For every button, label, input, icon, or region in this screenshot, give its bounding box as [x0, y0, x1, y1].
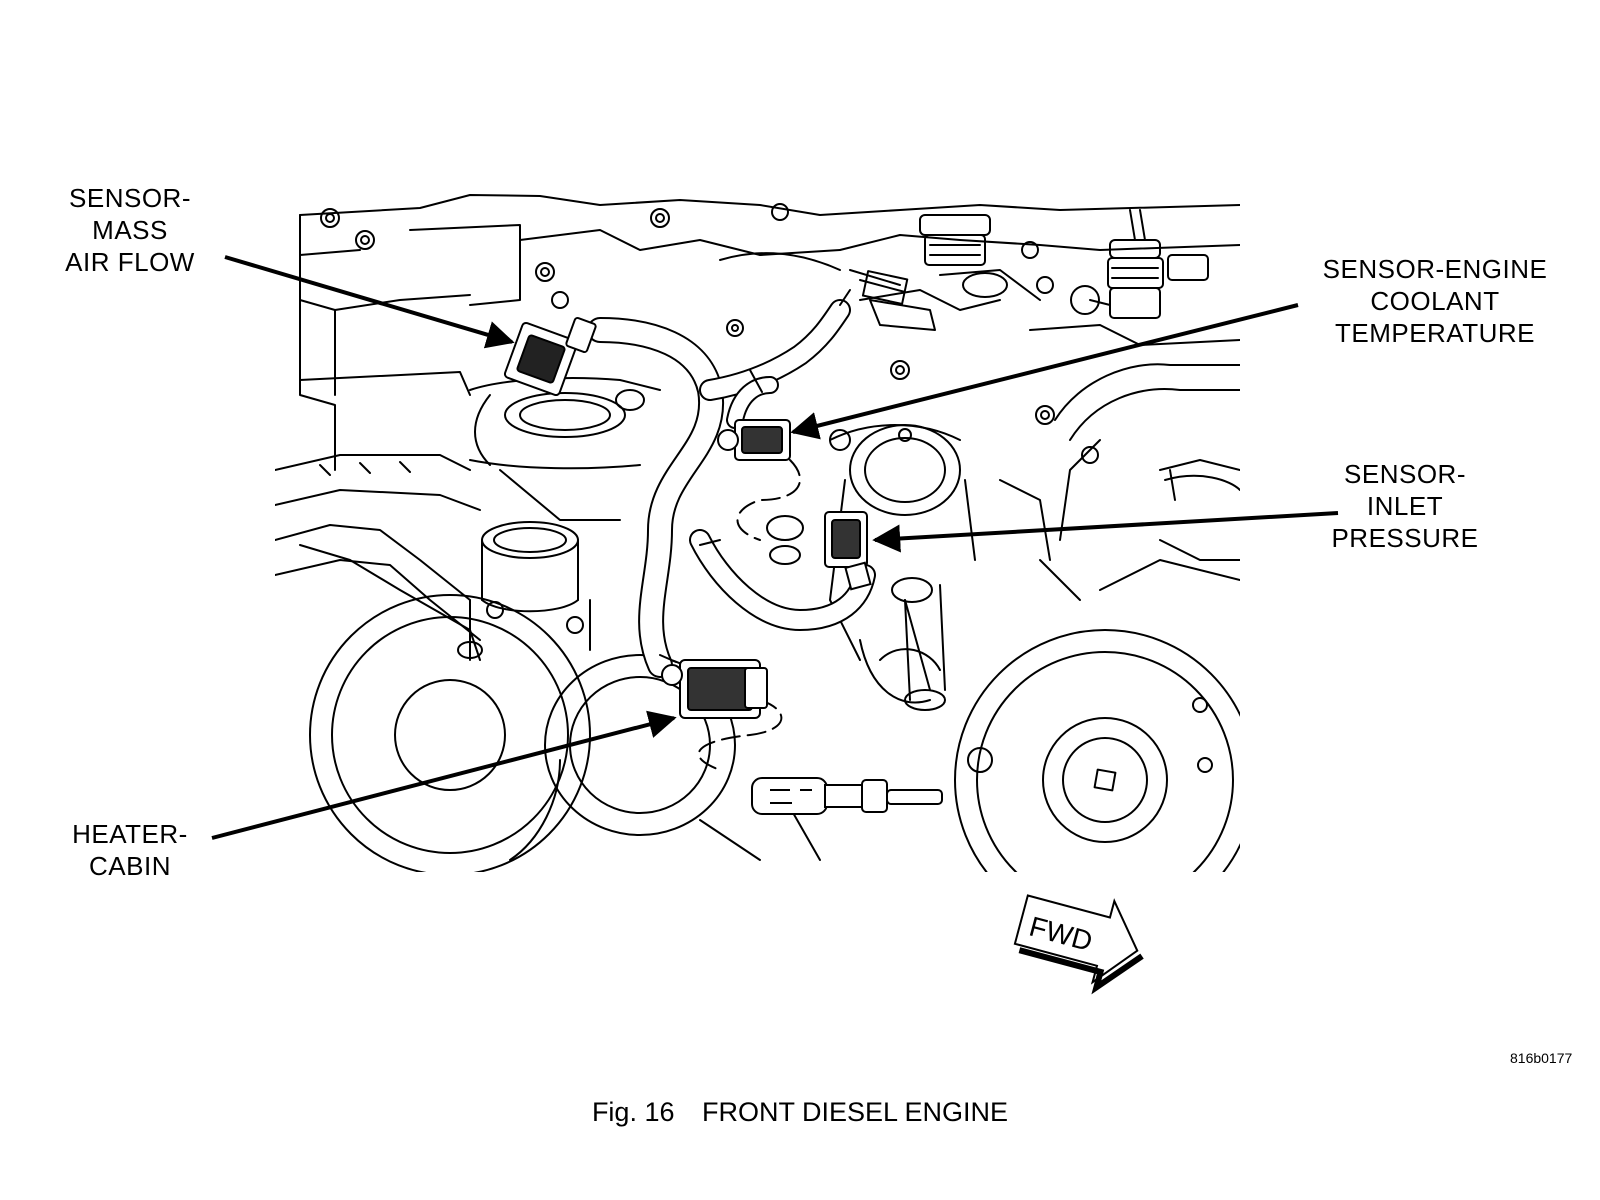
- label-line: PRESSURE: [1331, 523, 1479, 553]
- leader-coolant-temp: [790, 303, 1299, 440]
- wiring-harness: [587, 289, 876, 771]
- connector-mass-air-flow: [503, 316, 597, 397]
- label-line: MASS: [92, 215, 168, 245]
- fuel-injectors: [919, 209, 1209, 319]
- water-outlet: [469, 521, 591, 661]
- heater-element: [751, 777, 943, 815]
- frame-rail: [275, 454, 483, 661]
- leader-lines: [211, 255, 1339, 840]
- connector-inlet-pressure: [766, 511, 872, 591]
- label-line: SENSOR-: [1344, 459, 1466, 489]
- label-mass-air-flow: SENSOR- MASS AIR FLOW: [40, 182, 220, 278]
- label-line: CABIN: [89, 851, 171, 881]
- pulley-center: [544, 654, 993, 861]
- label-line: COOLANT: [1370, 286, 1500, 316]
- intake-tube: [469, 377, 661, 521]
- head-logo-emboss: [719, 252, 936, 331]
- engine-illustration: [275, 194, 1240, 872]
- label-inlet-pressure: SENSOR- INLET PRESSURE: [1320, 458, 1490, 554]
- connector-coolant-temp: [717, 419, 791, 461]
- forward-arrow: FWD: [1013, 894, 1144, 995]
- pulley-right: [954, 629, 1240, 872]
- label-line: INLET: [1366, 491, 1444, 521]
- cylinder-head: [299, 194, 1240, 471]
- coolant-pipe: [879, 584, 946, 711]
- label-line: TEMPERATURE: [1334, 318, 1536, 348]
- leader-heater-cabin: [211, 710, 677, 840]
- caption-number: Fig. 16: [591, 1097, 675, 1127]
- label-line: SENSOR-ENGINE: [1322, 254, 1548, 284]
- leader-mass-air-flow: [224, 255, 515, 349]
- pulley-left: [309, 594, 591, 872]
- caption-title: FRONT DIESEL ENGINE: [702, 1097, 1009, 1127]
- label-coolant-temperature: SENSOR-ENGINE COOLANT TEMPERATURE: [1300, 253, 1570, 349]
- connector-heater-cabin: [661, 659, 768, 719]
- head-bolts: [320, 203, 1055, 425]
- leader-inlet-pressure: [872, 511, 1339, 553]
- figure-id: 816b0177: [1510, 1050, 1573, 1066]
- label-heater-cabin: HEATER- CABIN: [50, 818, 210, 882]
- figure-caption: Fig. 16 FRONT DIESEL ENGINE: [0, 1097, 1600, 1128]
- label-line: SENSOR-: [69, 183, 191, 213]
- label-line: AIR FLOW: [65, 247, 195, 277]
- front-cover: [999, 363, 1240, 773]
- label-line: HEATER-: [72, 819, 188, 849]
